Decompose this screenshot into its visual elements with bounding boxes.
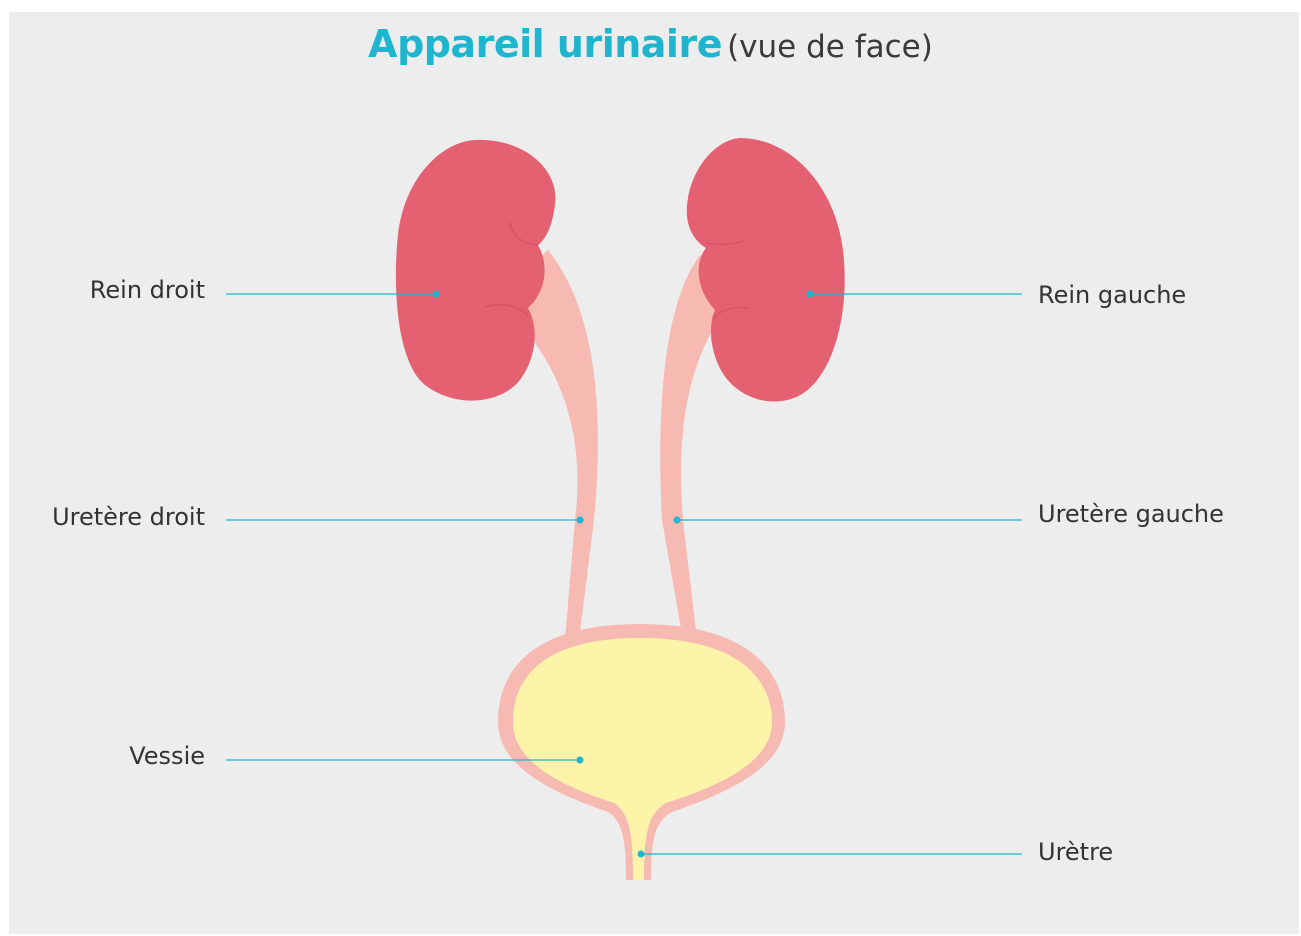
label-uretere-gauche: Uretère gauche <box>1038 500 1224 528</box>
label-uretre: Urètre <box>1038 838 1113 866</box>
leader-dot-rein-droit <box>433 291 440 298</box>
label-rein-droit: Rein droit <box>90 276 205 304</box>
ureter-left <box>660 255 720 640</box>
label-vessie: Vessie <box>129 742 205 770</box>
leader-dot-rein-gauche <box>807 291 814 298</box>
leader-dot-uretere-gauche <box>674 517 681 524</box>
leader-dot-vessie <box>577 757 584 764</box>
leader-dot-uretre <box>638 851 645 858</box>
bladder-fill <box>513 638 772 880</box>
kidney-right <box>396 140 556 401</box>
label-rein-gauche: Rein gauche <box>1038 281 1186 309</box>
leader-dot-uretere-droit <box>577 517 584 524</box>
kidney-left <box>687 138 845 402</box>
label-uretere-droit: Uretère droit <box>52 503 205 531</box>
